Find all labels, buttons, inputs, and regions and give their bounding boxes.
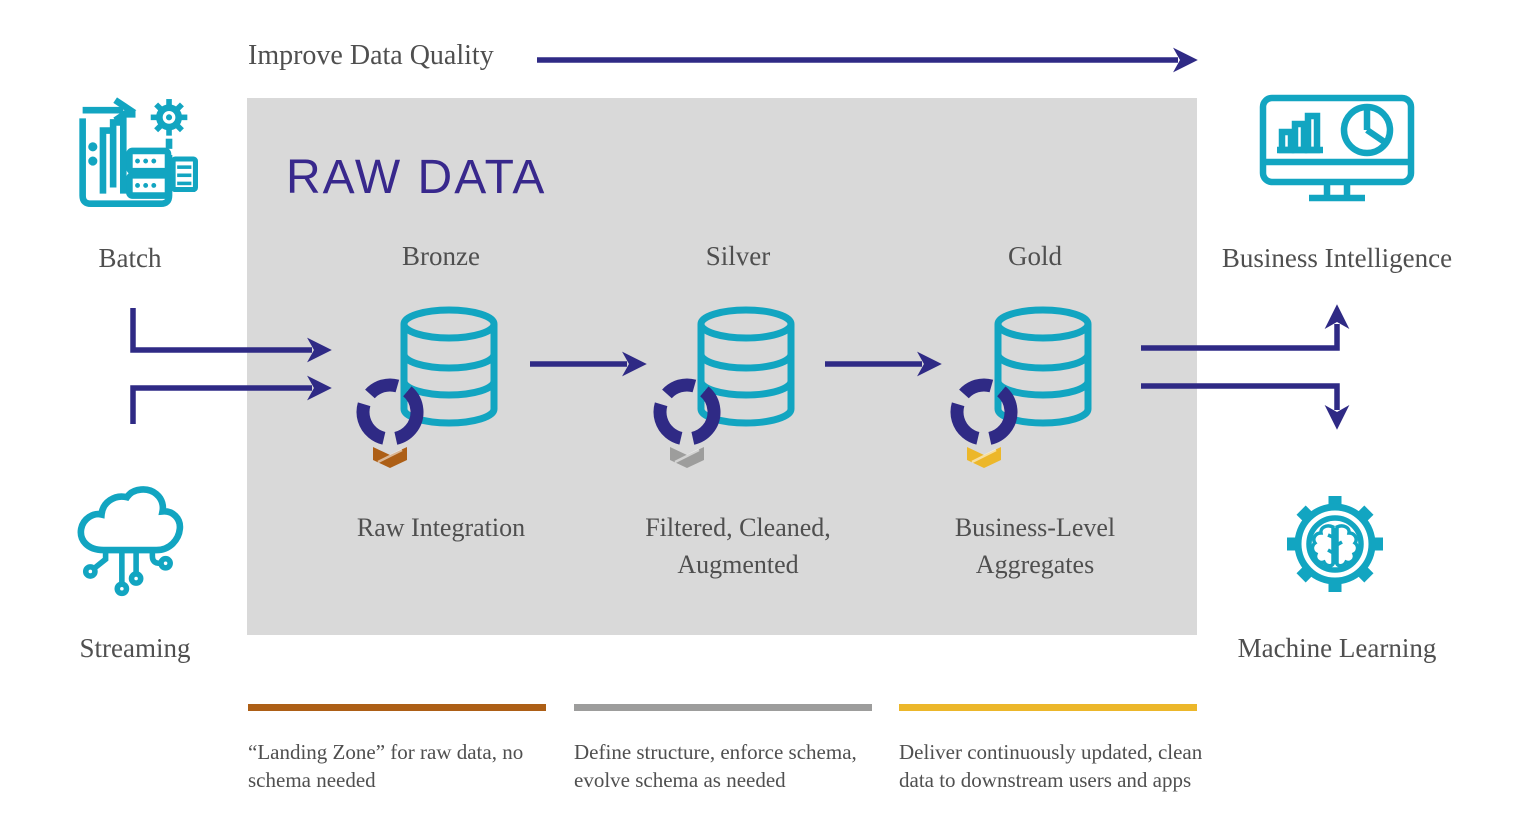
stage-subtitle-gold: Business-Level Aggregates [915, 509, 1155, 583]
streaming-cloud-icon [68, 485, 192, 605]
consumer-label-machine-learning: Machine Learning [1237, 633, 1437, 663]
silver-accent-bar [574, 704, 872, 711]
database-cylinder-icon [400, 306, 498, 427]
database-cylinder-icon [994, 306, 1092, 427]
consumer-label-business-intelligence: Business Intelligence [1221, 243, 1453, 273]
ribbon-icon [967, 447, 1001, 468]
stage-subtitle-bronze: Raw Integration [321, 509, 561, 546]
bronze-accent-bar [248, 704, 546, 711]
improve-data-quality-label: Improve Data Quality [248, 40, 494, 71]
legend-silver: Define structure, enforce schema, evolve… [574, 704, 890, 794]
batch-processing-icon [72, 96, 200, 220]
medallion-ring-icon [653, 378, 721, 446]
stage-subtitle-text: Business-Level Aggregates [954, 513, 1116, 579]
brain-icon [1310, 524, 1360, 568]
stage-header-gold: Gold [1008, 241, 1062, 271]
gold-description: Deliver continuously updated, clean data… [899, 740, 1203, 792]
bronze-description: “Landing Zone” for raw data, no schema n… [248, 740, 524, 792]
ribbon-icon [373, 447, 407, 468]
stage-subtitle-text: Raw Integration [356, 513, 526, 542]
bi-dashboard-icon [1257, 92, 1417, 218]
raw-data-title: RAW DATA [286, 151, 547, 204]
pie-chart-icon [1340, 103, 1394, 157]
stage-subtitle-text: Filtered, Cleaned, Augmented [645, 513, 831, 579]
ml-gear-brain-icon [1277, 486, 1393, 602]
legend-gold: Deliver continuously updated, clean data… [899, 704, 1215, 794]
source-label-streaming: Streaming [79, 633, 191, 663]
stage-subtitle-silver: Filtered, Cleaned, Augmented [618, 509, 858, 583]
medallion-ring-icon [356, 378, 424, 446]
medallion-ring-icon [950, 378, 1018, 446]
stage-header-silver: Silver [705, 241, 771, 271]
gold-accent-bar [899, 704, 1197, 711]
database-medallion-bronze-icon [356, 306, 526, 481]
database-medallion-gold-icon [950, 306, 1120, 481]
stage-header-bronze: Bronze [402, 241, 480, 271]
silver-description: Define structure, enforce schema, evolve… [574, 740, 857, 792]
source-label-batch: Batch [98, 243, 162, 273]
bar-chart-icon [1277, 112, 1323, 154]
gear-icon [150, 99, 188, 136]
ribbon-icon [670, 447, 704, 468]
database-medallion-silver-icon [653, 306, 823, 481]
database-cylinder-icon [697, 306, 795, 427]
legend-bronze: “Landing Zone” for raw data, no schema n… [248, 704, 564, 794]
